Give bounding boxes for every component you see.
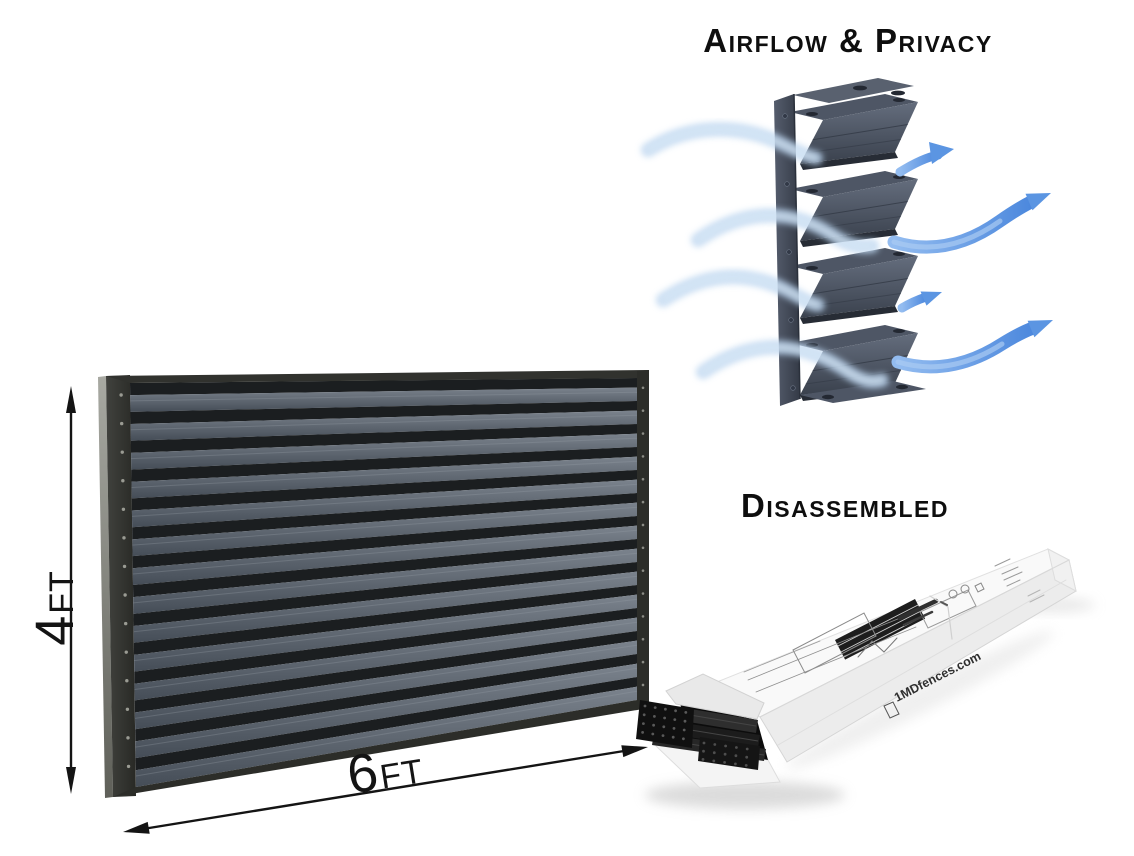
louver-slat — [135, 654, 638, 759]
arrow-down-icon — [66, 767, 76, 794]
disassembled-section-title: Disassembled — [741, 487, 949, 524]
airflow-slat — [790, 248, 918, 324]
rivet-icon — [125, 707, 130, 711]
panel-top-rail — [106, 370, 649, 383]
panel-bottom-rail — [113, 700, 649, 797]
rivet-icon — [641, 660, 645, 664]
panel-left-rail — [106, 375, 136, 797]
louver-slat — [131, 447, 638, 499]
rivet-icon — [641, 386, 645, 390]
airflow-rail-screws — [782, 113, 796, 391]
panel-left-edge-highlight — [98, 376, 113, 798]
arrow-right-icon — [621, 745, 648, 758]
airflow-section-title: Airflow & Privacy — [703, 22, 993, 59]
louver-slat — [134, 608, 638, 701]
screw-icon — [786, 249, 792, 255]
rivet-icon — [641, 683, 645, 687]
airflow-arrow-icon — [887, 193, 1051, 254]
louver-slat — [133, 562, 638, 643]
airflow-slat — [790, 78, 918, 170]
width-unit: FT — [377, 752, 427, 797]
airflow-arrow-icon — [897, 291, 942, 313]
rivet-icon — [119, 393, 123, 397]
arrow-left-icon — [123, 821, 150, 834]
louver-slat — [132, 493, 638, 557]
box-end-cap — [1047, 548, 1077, 592]
screw-icon — [784, 181, 790, 187]
screw-icon — [788, 317, 794, 323]
rivet-icon — [121, 507, 126, 511]
rivet-icon — [122, 536, 126, 540]
louver-slat — [130, 378, 638, 412]
rivet-icon — [126, 764, 131, 769]
rivet-icon — [122, 564, 127, 569]
airflow-slat — [790, 171, 918, 247]
rivet-icon — [119, 421, 124, 426]
panel-louvers — [130, 378, 638, 787]
louver-slat — [130, 424, 638, 470]
rivet-icon — [641, 432, 645, 435]
rivet-icon — [124, 650, 128, 654]
rivet-icon — [641, 637, 645, 641]
screw-icon — [790, 385, 796, 391]
rivet-icon — [641, 546, 645, 550]
rivet-icon — [641, 569, 645, 572]
rivet-icon — [121, 479, 125, 483]
airflow-illustration — [641, 78, 1053, 406]
panel-right-rail — [637, 370, 649, 708]
louver-slat — [132, 516, 638, 585]
height-value: 4 — [25, 615, 85, 646]
box-upper-flap — [665, 673, 765, 720]
rivet-icon — [641, 455, 645, 458]
airflow-arrow-icon — [895, 142, 954, 177]
rivet-icon — [125, 679, 129, 683]
airflow-louvers — [790, 78, 918, 401]
rivet-icon — [641, 523, 645, 527]
rivet-icon — [641, 592, 645, 595]
box-contents — [636, 700, 766, 770]
airflow-rail — [774, 94, 800, 406]
louver-slat — [134, 631, 638, 730]
airflow-streaks — [641, 122, 889, 389]
fence-panel — [98, 370, 649, 798]
rivet-icon — [641, 500, 645, 504]
arrow-up-icon — [66, 386, 76, 413]
rivet-icon — [126, 736, 130, 740]
rivet-icon — [123, 621, 128, 626]
rivet-icon — [641, 477, 645, 481]
dimension-arrow-height — [66, 386, 76, 794]
rivet-icon — [641, 409, 645, 412]
box-print — [743, 558, 1067, 746]
disassembled-box: 1MDfences.com — [636, 548, 1095, 809]
rivet-icon — [120, 450, 124, 454]
height-unit: FT — [43, 570, 81, 614]
louver-slat — [131, 470, 638, 528]
dimension-arrow-width — [123, 745, 648, 834]
louver-slat — [133, 585, 638, 672]
airflow-arrow-icon — [891, 320, 1053, 374]
screw-icon — [782, 113, 788, 119]
rivet-icon — [641, 615, 645, 618]
louver-slat — [135, 677, 638, 787]
louver-slat — [133, 539, 638, 614]
louver-slat — [130, 401, 638, 441]
rivet-icon — [123, 593, 127, 597]
contents-perforations — [641, 704, 749, 767]
panel-rivets — [119, 386, 645, 769]
